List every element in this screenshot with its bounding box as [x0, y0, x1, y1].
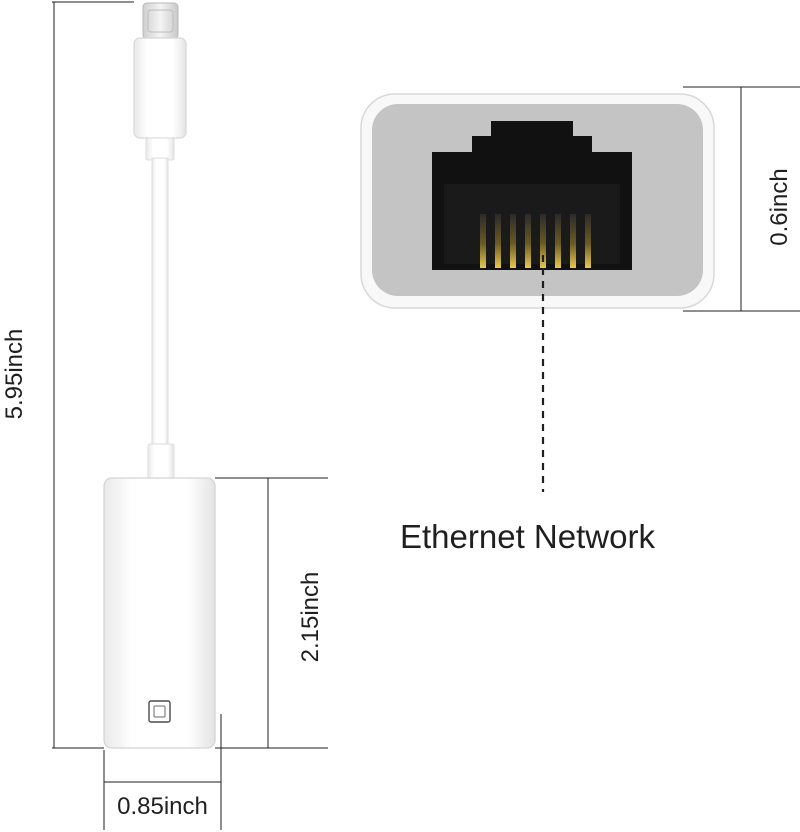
- body-width-dimension-line: [103, 714, 222, 830]
- body-width-label: 0.85inch: [117, 793, 208, 820]
- square-port-icon: [148, 700, 171, 723]
- adapter-cable: [147, 157, 175, 479]
- rj45-contacts: [480, 214, 591, 268]
- body-length-dimension-line: [215, 477, 328, 749]
- body-length-label: 2.15inch: [297, 571, 324, 663]
- port-height-label: 0.6inch: [766, 168, 793, 246]
- ethernet-port-closeup: [360, 93, 715, 309]
- lightning-plug-housing: [133, 37, 187, 139]
- port-title-label: Ethernet Network: [400, 518, 655, 555]
- total-length-dimension-line: [52, 1, 134, 749]
- lightning-connector: [133, 2, 187, 161]
- total-length-label: 5.95inch: [1, 328, 28, 420]
- adapter-body: [103, 477, 216, 749]
- port-height-dimension-line: [683, 86, 800, 312]
